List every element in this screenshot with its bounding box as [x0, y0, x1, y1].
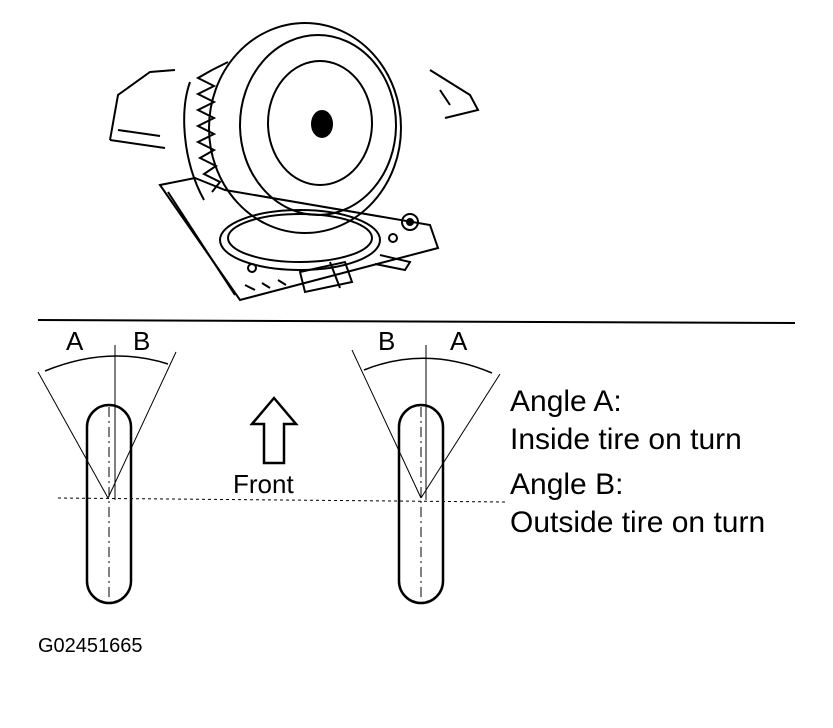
axle-baseline	[57, 497, 506, 503]
left-angle-label-a: A	[66, 326, 84, 356]
angle-b-description: Outside tire on turn	[510, 506, 765, 539]
left-angle-label-b: B	[133, 326, 150, 356]
angle-a-title: Angle A:	[510, 385, 622, 418]
right-angle-label-b: B	[378, 326, 395, 356]
left-angle-line-a	[37, 371, 109, 499]
left-tire	[85, 403, 133, 605]
left-tire-group	[37, 345, 177, 605]
right-angle-line-a	[420, 373, 501, 499]
right-angle-label-a: A	[450, 326, 468, 356]
right-tire-group	[351, 345, 501, 605]
left-angle-line-b	[107, 351, 177, 499]
separator-line	[37, 319, 796, 324]
right-angle-arc	[363, 357, 493, 374]
front-label: Front	[233, 469, 294, 499]
right-angle-line-b	[351, 349, 422, 499]
left-angle-arc	[44, 355, 169, 372]
right-tire	[397, 403, 445, 605]
angle-b-title: Angle B:	[510, 468, 623, 501]
front-arrow-icon	[249, 396, 299, 465]
figure-code: G02451665	[38, 635, 143, 657]
wheel-turntable-illustration	[109, 22, 480, 302]
angle-a-description: Inside tire on turn	[510, 423, 742, 456]
